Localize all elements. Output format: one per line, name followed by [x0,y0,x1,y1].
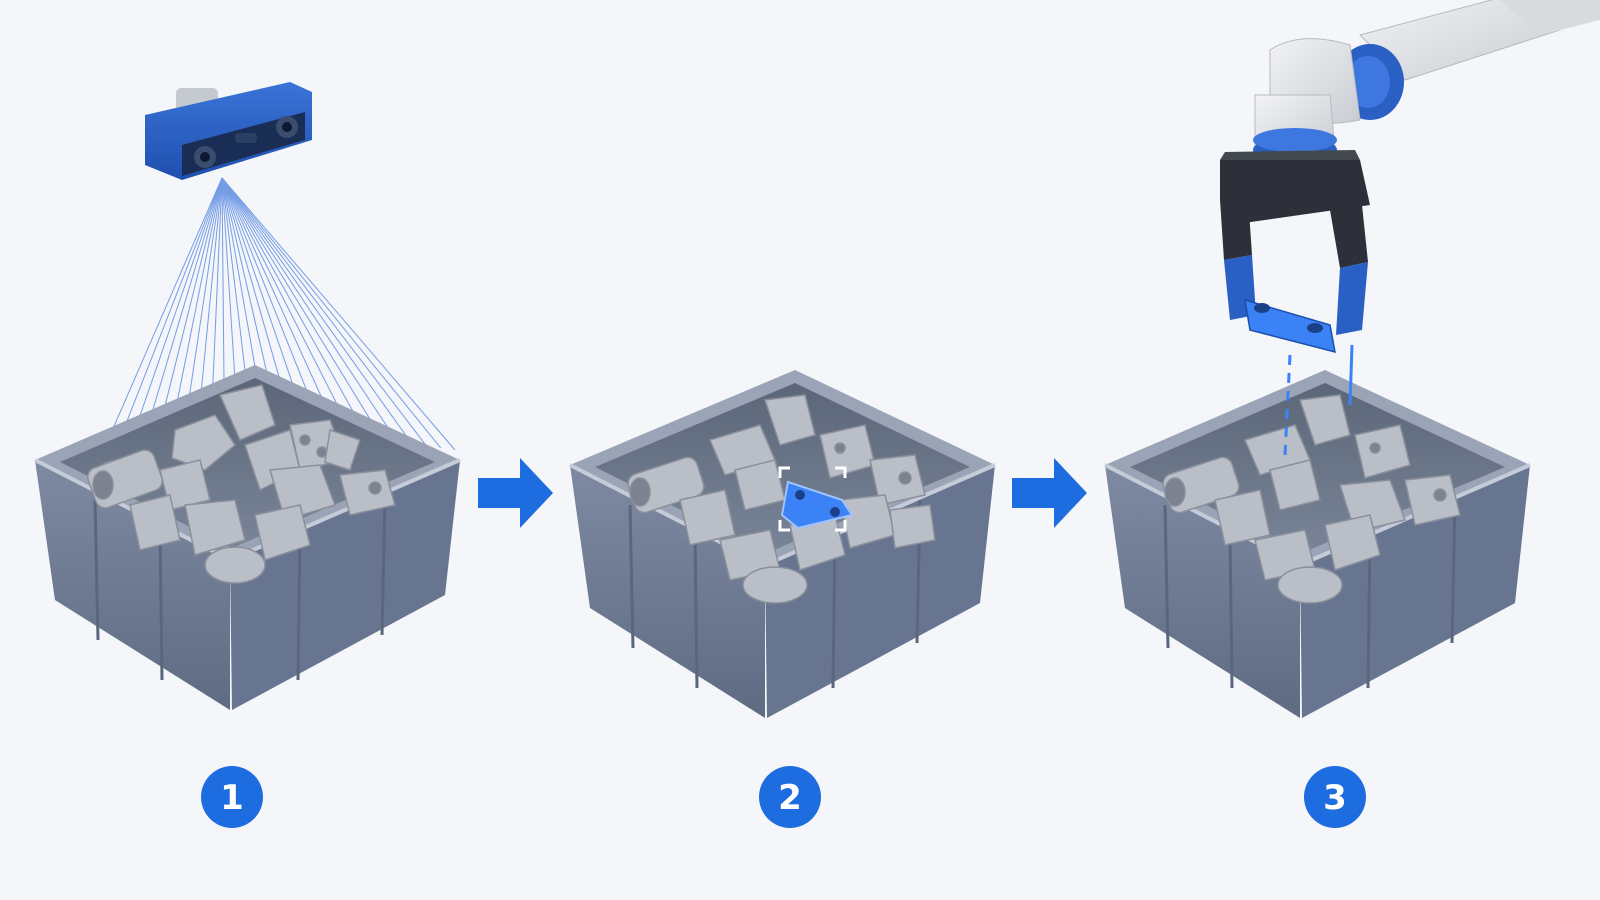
gripper-icon [1220,150,1370,352]
3d-camera-icon [145,82,312,180]
step-3-pick-panel [1105,0,1600,718]
right-arrow-icon [1012,458,1087,528]
step-number-3: 3 [1323,778,1347,818]
step-1-scan-panel [35,82,460,710]
step-badge-1: 1 [201,766,263,828]
step-badge-2: 2 [759,766,821,828]
step-2-detect-panel [570,370,995,718]
step-number-2: 2 [778,778,802,818]
step-number-1: 1 [220,778,244,818]
robot-arm-icon [1253,0,1600,164]
right-arrow-icon [478,458,553,528]
step-badge-3: 3 [1304,766,1366,828]
